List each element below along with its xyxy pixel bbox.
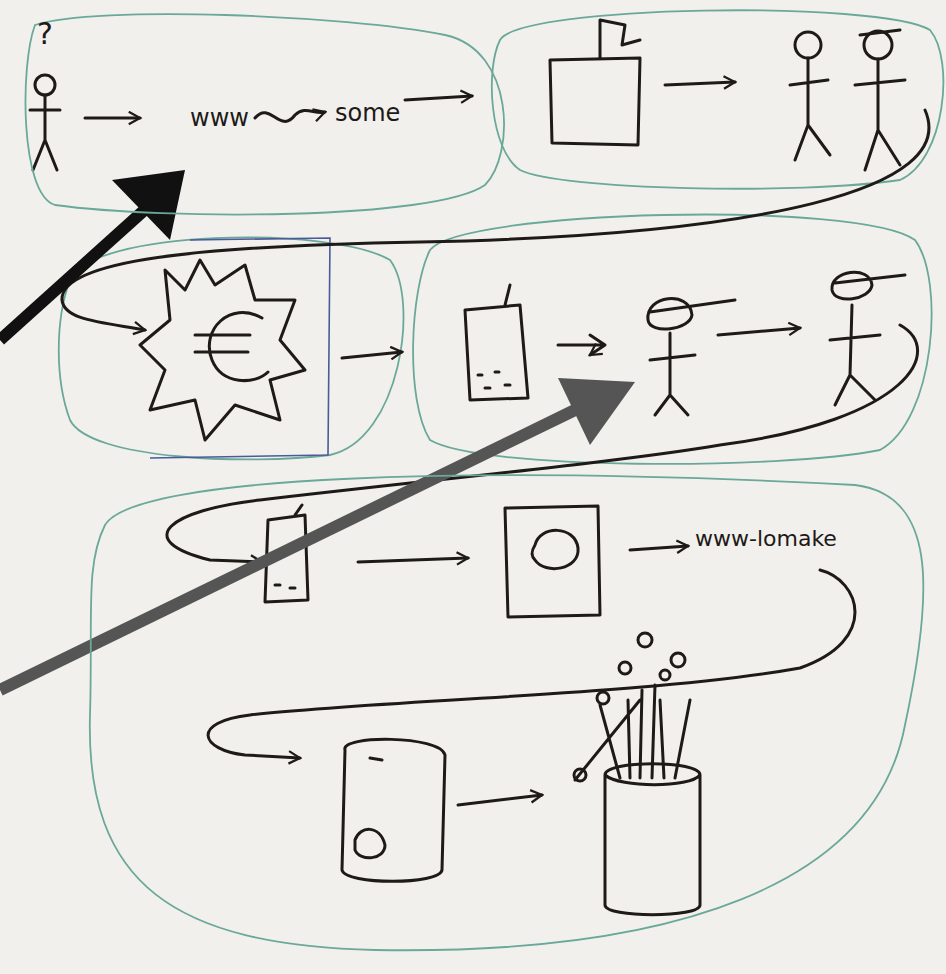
pointer-arrows <box>0 170 635 690</box>
handwritten-note: www <box>190 105 249 131</box>
region-outlines <box>59 10 944 464</box>
region-outline <box>15 5 505 220</box>
sketch-lines <box>30 20 929 915</box>
handwritten-note: some <box>335 100 400 126</box>
handwritten-note: www-lomake <box>695 527 837 551</box>
journey-region: ? www some <box>15 5 505 220</box>
handwritten-note: ? <box>37 17 53 50</box>
journey-region: www-lomake <box>75 465 940 960</box>
